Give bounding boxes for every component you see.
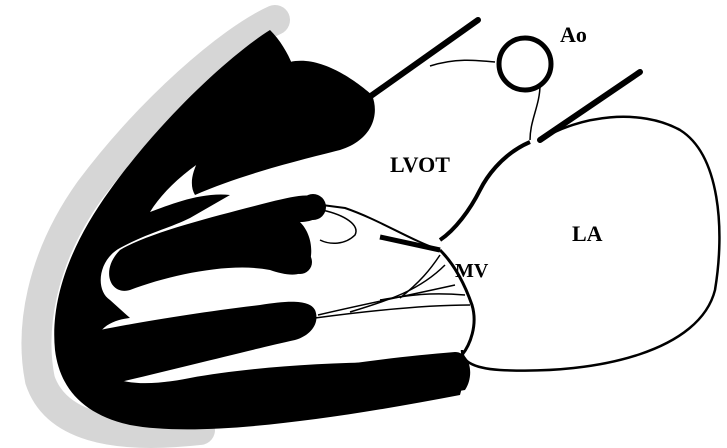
apm-lower-tip bbox=[288, 250, 312, 274]
anterior-mitral-leaflet bbox=[440, 142, 530, 240]
mv-leaflet-thick bbox=[380, 237, 440, 250]
aortic-root-line bbox=[430, 60, 495, 66]
label-ao: Ao bbox=[560, 22, 587, 47]
chordae-ppm bbox=[315, 305, 470, 318]
aortic-wall-upper bbox=[368, 20, 478, 98]
label-apm: APM bbox=[133, 258, 161, 273]
label-mv: MV bbox=[455, 260, 489, 282]
label-ppm: PPM bbox=[146, 346, 174, 361]
aortic-root-line-lower bbox=[530, 85, 540, 140]
label-la: LA bbox=[572, 221, 603, 246]
aortic-wall-lower bbox=[540, 72, 640, 140]
chordae-apm bbox=[320, 210, 356, 243]
label-lvot: LVOT bbox=[390, 152, 450, 177]
apm-tip bbox=[300, 194, 326, 220]
aorta-ring bbox=[499, 38, 551, 90]
